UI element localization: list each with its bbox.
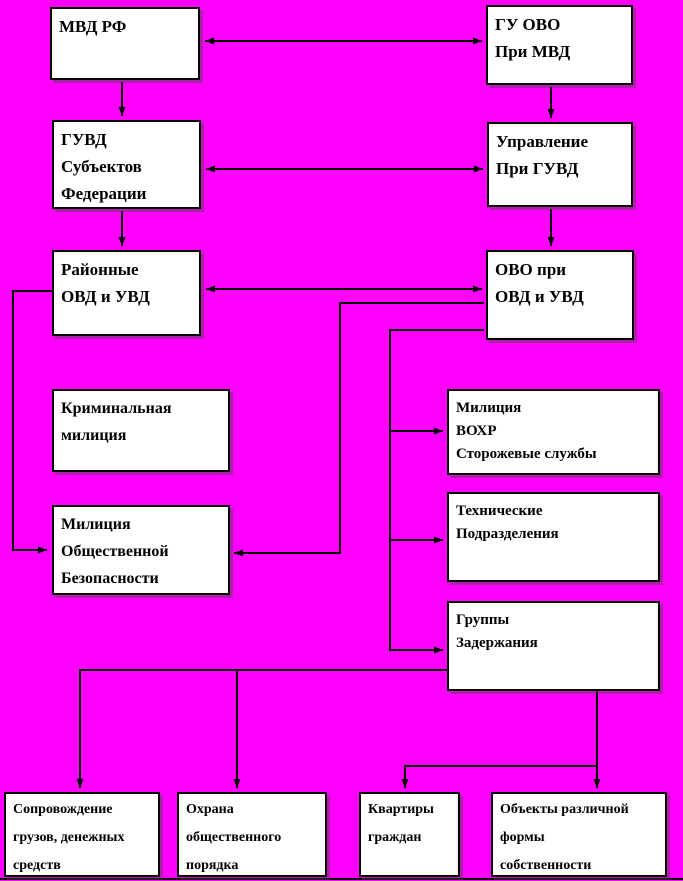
node-kriminalnaya-militsiya: Криминальная милиция	[52, 389, 230, 472]
node-gruppy-zaderzhaniya: Группы Задержания	[447, 601, 660, 691]
connector-raionnye-to-mob	[12, 290, 52, 554]
node-guvd: ГУВД Субъектов Федерации	[52, 120, 201, 209]
connector-ovo-to-tehnicheskie	[389, 431, 443, 544]
connector-gruppy-to-soprovozhdenie	[76, 669, 447, 788]
node-militsiya-obshchestvennoy-bezopasnosti: Милиция Общественной Безопасности	[52, 505, 230, 595]
node-ohrana-poryadka: Охрана общественного порядка	[177, 792, 327, 877]
node-tehnicheskie-podrazdeleniya: Технические Подразделения	[447, 492, 660, 582]
node-upravlenie: Управление При ГУВД	[487, 122, 633, 207]
node-gu-ovo: ГУ ОВО При МВД	[486, 5, 633, 85]
connector-ovo-to-vohr	[389, 329, 484, 435]
connector-ovo-to-mob	[234, 302, 484, 557]
connector-ovo-to-gruppy	[389, 540, 443, 654]
node-soprovozhdenie-gruzov: Сопровождение грузов, денежных средств	[4, 792, 160, 877]
node-kvartiry-grazhdan: Квартиры граждан	[359, 792, 460, 877]
node-mvd-rf: МВД РФ	[50, 7, 200, 80]
node-ovo-pri-ovd: ОВО при ОВД и УВД	[486, 250, 634, 340]
node-obekty-sobstvennosti: Объекты различной формы собственности	[491, 792, 667, 877]
node-militsiya-vohr: Милиция ВОХР Сторожевые службы	[447, 389, 660, 475]
connector-gruppy-to-kvartiry	[401, 691, 598, 788]
node-raionnye-ovd: Районные ОВД и УВД	[52, 250, 201, 336]
